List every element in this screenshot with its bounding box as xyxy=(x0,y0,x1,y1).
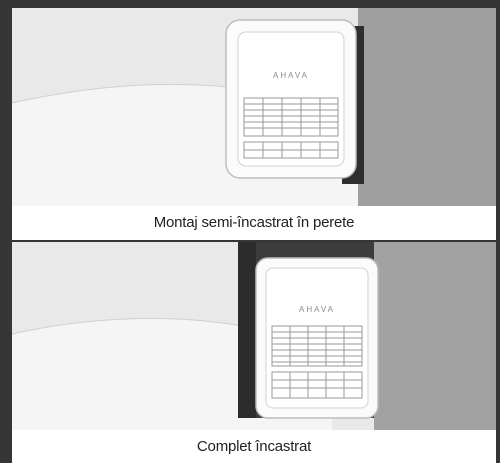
mounting-option-fully-recessed: AHAVA Complet încastrat xyxy=(12,242,496,463)
fan-coil-unit: AHAVA xyxy=(226,20,356,178)
semi-recessed-illustration: AHAVA xyxy=(12,8,496,206)
fully-recessed-illustration: AHAVA xyxy=(12,242,496,430)
side-wall xyxy=(358,8,496,206)
mounting-option-semi-recessed: AHAVA Montaj semi-încastrat în perete xyxy=(12,8,496,240)
fan-coil-unit: AHAVA xyxy=(256,258,378,418)
caption-semi-recessed: Montaj semi-încastrat în perete xyxy=(12,214,496,231)
brand-logo: AHAVA xyxy=(299,305,335,314)
brand-logo: AHAVA xyxy=(273,71,309,80)
caption-fully-recessed: Complet încastrat xyxy=(12,438,496,455)
side-wall xyxy=(374,242,496,430)
